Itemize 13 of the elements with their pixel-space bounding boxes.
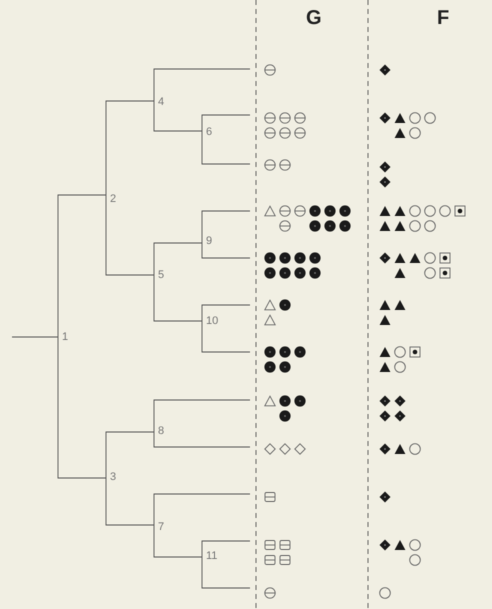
column-header: G [306,8,322,28]
branch-number: 11 [206,551,218,562]
branch-number: 3 [110,472,116,483]
branch-number: 2 [110,194,116,205]
column-header: F [437,8,450,28]
branch-number: 4 [158,97,164,108]
branch-number: 5 [158,270,164,281]
branch-number: 7 [158,522,164,533]
branch-number: 10 [206,316,218,327]
branch-number: 1 [62,332,68,343]
branch-number: 9 [206,236,212,247]
branch-number: 6 [206,127,212,138]
branch-number: 8 [158,426,164,437]
